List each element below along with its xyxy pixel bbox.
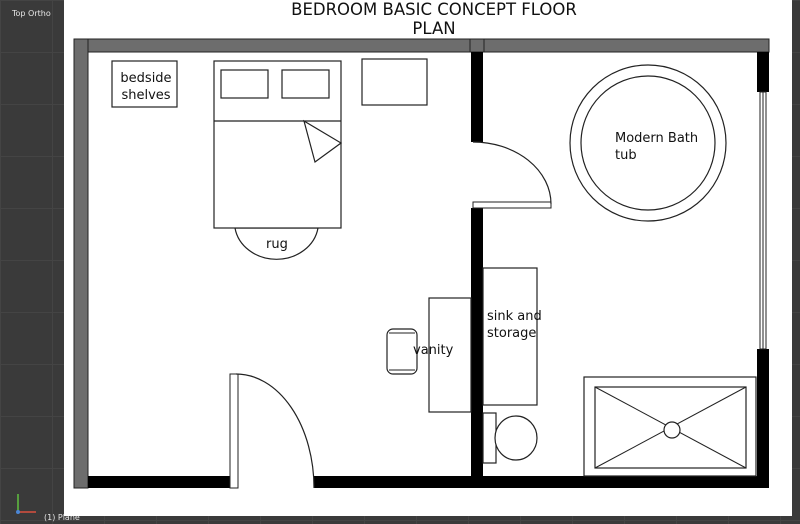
interior-wall-upper (471, 52, 483, 142)
dresser (361, 58, 428, 106)
sink-and-storage-label: sink and storage (487, 309, 542, 341)
vanity-chair (386, 328, 418, 375)
vanity-desk (428, 297, 472, 413)
vanity-label: vanity (413, 343, 454, 358)
bedside-shelves (111, 60, 178, 108)
floor-plan-drawing (73, 38, 770, 489)
sink-and-storage (482, 267, 538, 406)
bathtub-label: Modern Bath tub (615, 131, 699, 163)
bed (213, 60, 343, 229)
toilet (482, 412, 538, 464)
bath-tub (569, 64, 727, 222)
xyz-axis-gizmo-icon (16, 494, 36, 514)
bath-door (472, 141, 552, 209)
view-name-label: Top Ortho (12, 9, 51, 18)
rug-label: rug (266, 237, 288, 252)
bottom-wall-right (314, 476, 769, 488)
shower (583, 376, 757, 477)
top-wall (73, 38, 770, 53)
right-wall-bottom (757, 349, 769, 488)
bedside-shelves-label: bedside shelves (120, 71, 172, 103)
plan-title: BEDROOM BASIC CONCEPT FLOOR PLAN (291, 0, 577, 38)
floor-plan-sheet: BEDROOM BASIC CONCEPT FLOOR PLAN (64, 0, 792, 516)
active-object-label: (1) Plane (44, 513, 80, 522)
bottom-wall-left (88, 476, 230, 488)
right-wall-top (757, 52, 769, 92)
entry-door (229, 373, 315, 489)
left-wall (73, 38, 89, 489)
interior-wall-cap (469, 38, 485, 53)
interior-wall-lower (471, 208, 483, 476)
rug (234, 227, 319, 260)
